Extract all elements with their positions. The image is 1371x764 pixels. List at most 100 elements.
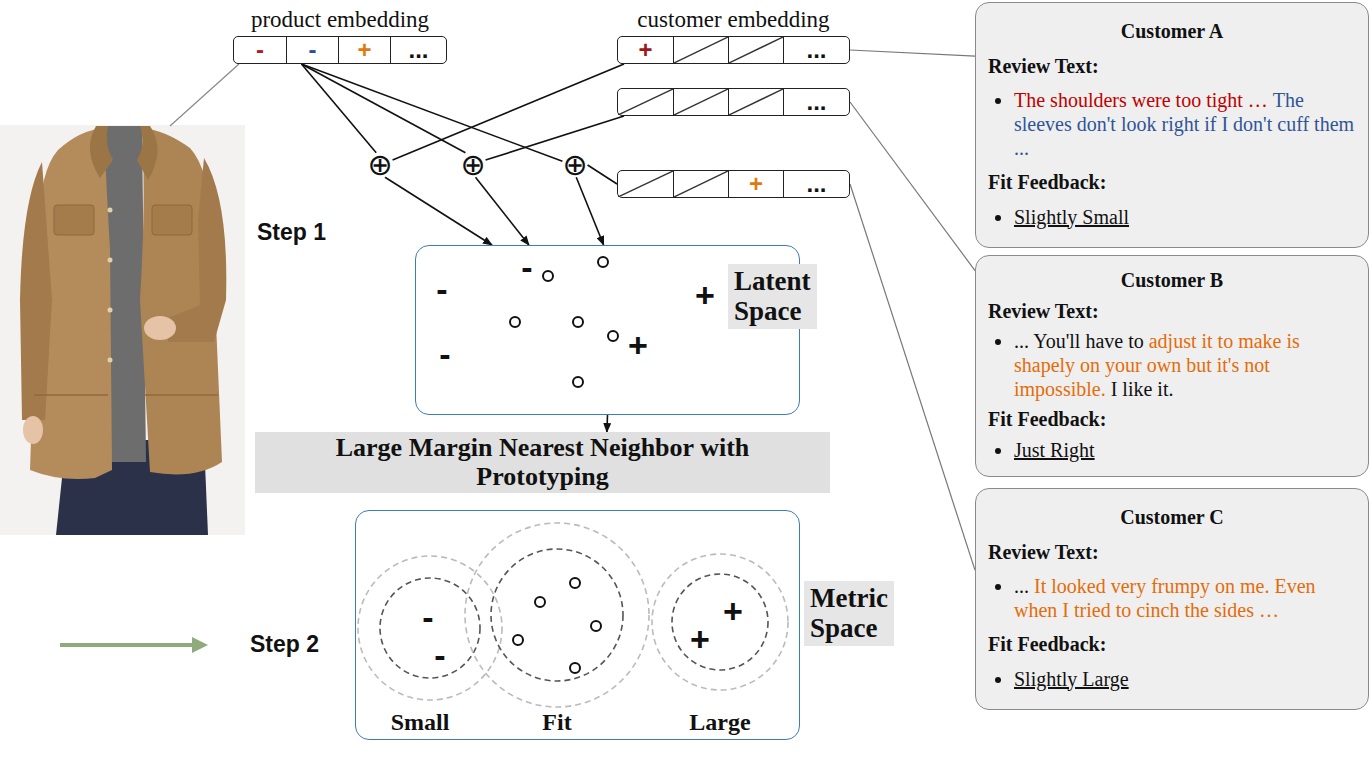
class-marker-wrap: + [690,626,710,653]
customer-card: Customer BReview Text:... You'll have to… [975,255,1369,477]
vector-cell: - [286,37,338,63]
point [513,635,523,645]
vector-sign: ... [806,38,826,62]
card-field: Fit Feedback: [988,632,1356,656]
card-field: Review Text: [988,540,1356,564]
card-field: Fit Feedback: [988,170,1356,194]
vector-sign: + [357,38,371,62]
hand [144,316,176,340]
vector-sign: ... [806,172,826,196]
jacket-photo [0,125,245,535]
point [535,597,545,607]
cluster-label: Fit [542,710,571,734]
class-marker-wrap: + [723,598,743,625]
class-marker: - [521,254,532,281]
space-heading-box: Metric Space [804,581,894,646]
method-band: Large Margin Nearest Neighbor with Proto… [255,432,830,493]
pocket [152,205,192,235]
class-marker: - [436,276,447,303]
vector-sign: ... [408,38,428,62]
hood [90,126,113,178]
connector [588,165,617,184]
feedback-list: Just Right [988,438,1356,462]
hatch-mark [729,37,783,63]
connector [301,64,562,161]
sum-symbol: ⊕ [460,147,485,182]
class-marker-wrap: + [628,332,648,359]
point [510,317,520,327]
latent-space-box: Latent Space [415,245,800,415]
connector [850,184,975,570]
hatch-line [674,37,728,63]
hatched-cell [618,89,673,115]
pocket [54,205,94,235]
hatched-cell [728,37,783,63]
class-marker-wrap: - [434,642,445,669]
hand [23,416,43,444]
review-text: I like it. [1111,378,1174,400]
class-marker: + [723,598,743,625]
class-marker: - [439,341,450,368]
feedback-list: Slightly Small [988,205,1356,229]
vector-heading-wrap: product embedding [251,7,429,33]
hood [137,126,158,180]
embedding-vector: customer embedding+... [617,36,850,64]
class-marker-wrap: - [521,254,532,281]
point [573,377,583,387]
class-marker-wrap: - [422,604,433,631]
cluster-label-wrap: Fit [542,710,571,734]
snap [108,308,113,313]
cluster-circles [358,523,788,707]
photo-ground [0,125,245,535]
feedback-item: Slightly Large [1014,667,1356,691]
connector [486,116,624,160]
point [591,621,601,631]
feedback-item: Just Right [1014,438,1356,462]
vector-heading-wrap: customer embedding [637,7,829,33]
class-marker: - [434,642,445,669]
point [543,271,553,281]
hatch-line [729,89,783,115]
hatched-cell [673,37,728,63]
class-marker: + [690,626,710,653]
review-text: It looked very frumpy on me. Even when I… [1014,575,1316,621]
cluster-prototype [672,574,768,670]
hatch-line [674,89,728,115]
class-marker-wrap: - [439,341,450,368]
card-field: Fit Feedback: [988,407,1356,431]
sleeve [168,158,226,342]
vector-cell: + [728,171,783,197]
sum-symbol: ⊕ [367,147,392,182]
arrow-shaft [60,643,194,647]
point [598,257,608,267]
vector-sign: + [638,38,652,62]
hatch-mark [674,89,728,115]
vector-sign: + [749,172,763,196]
vector-sign: - [256,38,264,62]
class-marker: + [695,282,715,309]
leader-line [170,64,239,126]
space-heading-box: Latent Space [728,264,817,329]
connector [850,102,975,271]
card-field: Review Text: [988,54,1356,78]
review-text: The shoulders were too tight … [1014,89,1268,111]
vector-cell: ... [390,37,446,63]
card-heading: Customer C [988,505,1356,529]
hatched-cell [673,89,728,115]
connector [850,50,975,56]
vector-cell: ... [783,89,849,115]
connector [476,177,529,245]
point [570,578,580,588]
cluster-margin [465,523,649,707]
cluster-margin [358,556,502,700]
hatch-line [729,37,783,63]
fit-feedback: Slightly Small [1014,206,1129,228]
review-list: ... You'll have toadjust it to make is s… [988,329,1356,401]
hatch-line [618,89,673,115]
class-marker-wrap: - [436,276,447,303]
vector-sign: ... [806,90,826,114]
point [570,663,580,673]
step-arrow [60,637,208,653]
vector-cell: + [618,37,673,63]
